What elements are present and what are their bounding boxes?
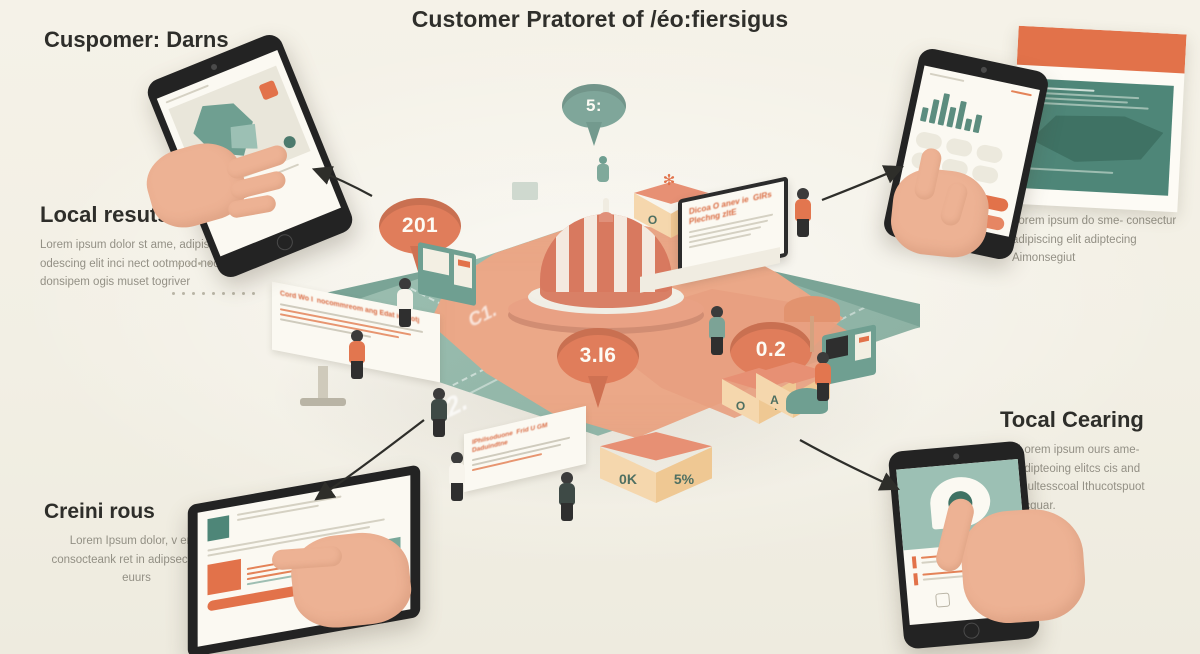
label-top-left: Cuspomer: Darns	[44, 27, 229, 61]
person-figure	[812, 352, 834, 402]
document-card-header	[1016, 25, 1187, 74]
board-left-stand	[318, 366, 328, 400]
label-top-right: Lorem ipsum do sme- consectur adipiscing…	[1012, 212, 1187, 268]
sign-block-icon	[512, 182, 538, 200]
pin-316-value: 3.I6	[579, 344, 617, 367]
label-top-left-heading: Cuspomer: Darns	[44, 27, 229, 52]
pin-teal-top-value: 5:	[586, 96, 602, 115]
person-figure	[346, 330, 368, 380]
person-figure	[706, 306, 728, 356]
label-bottom-left-body: Lorem Ipsum dolor, v ene- consocteank re…	[51, 535, 222, 585]
pin-201-value: 201	[401, 214, 439, 237]
crate-bottom-right-label: 5%	[673, 471, 695, 487]
pin-316[interactable]: 3.I6	[557, 328, 639, 408]
label-bottom-right: Tocal Cearing Lorem ipsum ours ame- adip…	[1000, 407, 1180, 516]
parasol-pole	[810, 316, 814, 352]
label-mid-left-body: Lorem ipsum dolor st ame, adipiscing eli…	[40, 239, 252, 289]
label-top-right-body: Lorem ipsum do sme- consectur adipiscing…	[1012, 215, 1177, 265]
label-bottom-left-heading: Creini rous	[44, 500, 155, 523]
hand-tapping	[958, 505, 1088, 627]
crate-top-left-label: O	[647, 212, 658, 227]
label-mid-left-heading: Local resuts	[40, 202, 170, 227]
page-title: Customer Pratoret of /éo:fiersigus	[411, 6, 789, 32]
person-figure	[428, 388, 450, 438]
pin-02-value: 0.2	[755, 338, 787, 361]
board-left-foot	[300, 398, 346, 406]
crate-bottom[interactable]: 0K 5%	[600, 432, 712, 512]
label-bottom-left: Creini rous Lorem Ipsum dolor, v ene- co…	[44, 500, 229, 588]
dome-finial-icon	[599, 198, 613, 222]
crate-mid-left-label: O	[735, 398, 746, 413]
crate-bottom-left-label: 0K	[619, 471, 637, 487]
dot-connector-left-lower	[172, 292, 255, 295]
person-figure	[792, 188, 814, 238]
label-bottom-right-heading: Tocal Cearing	[1000, 407, 1144, 432]
person-figure	[556, 472, 578, 522]
pin-teal-top[interactable]: 5:	[562, 84, 626, 148]
snowflake-icon: ✻	[662, 172, 676, 189]
person-figure	[394, 278, 416, 328]
person-figure	[446, 452, 468, 502]
statue-marker	[596, 156, 610, 190]
label-mid-left: Local resuts Lorem ipsum dolor st ame, a…	[40, 202, 255, 292]
crate-right-left-label: A	[770, 392, 779, 407]
label-bottom-right-body: Lorem ipsum ours ame- adipteoing elitcs …	[1018, 444, 1145, 513]
